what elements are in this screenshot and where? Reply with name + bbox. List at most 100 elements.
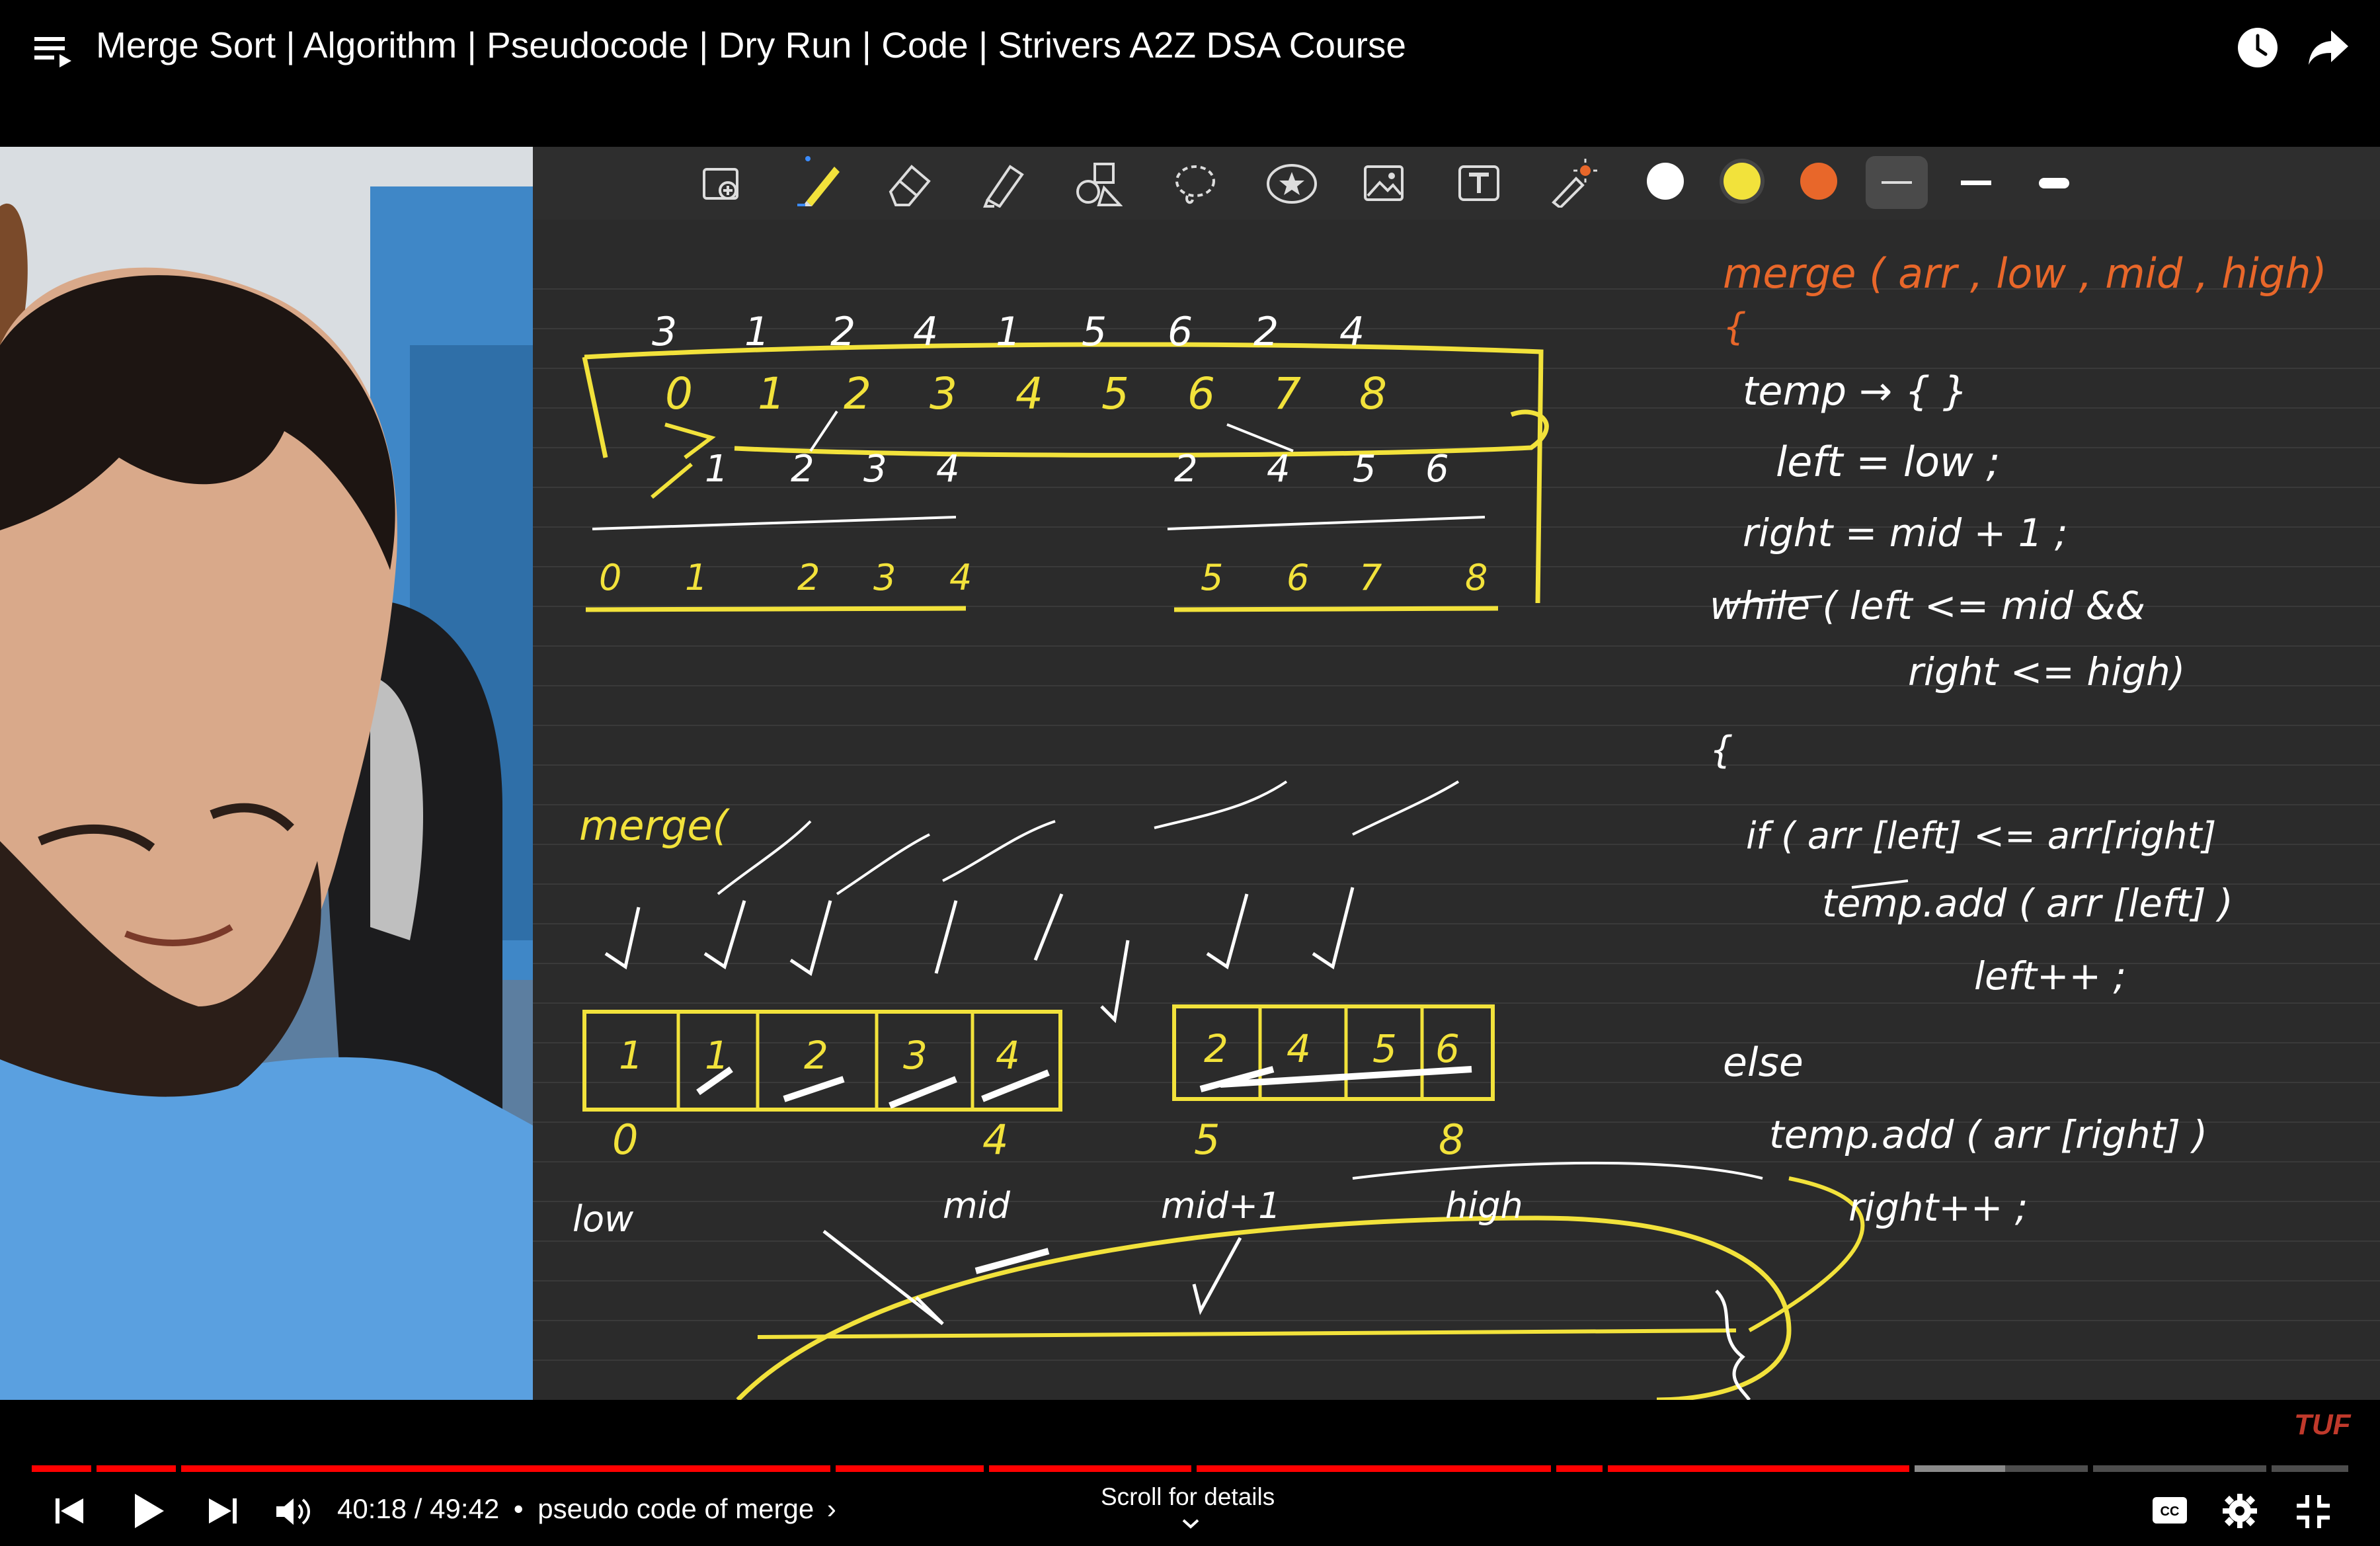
exit-fullscreen-icon[interactable] <box>2297 1495 2330 1528</box>
box-value: 4 <box>996 1033 1020 1078</box>
chapter-gap <box>2266 1465 2272 1472</box>
whiteboard[interactable]: 3 1 2 4 1 5 6 2 4 0 1 2 3 4 5 6 7 8 1 2 … <box>533 147 2380 1400</box>
play-icon[interactable] <box>132 1492 165 1529</box>
box-index: 8 <box>1439 1116 1465 1164</box>
image-icon[interactable] <box>1363 163 1405 205</box>
right-half-value: 6 <box>1425 448 1449 491</box>
chapter-title[interactable]: pseudo code of merge <box>537 1493 814 1524</box>
left-half-value: 3 <box>863 448 887 491</box>
laser-pointer-icon[interactable] <box>1550 159 1597 208</box>
array-values: 3 1 2 4 1 5 6 2 4 <box>652 309 1379 355</box>
watch-later-icon[interactable] <box>2237 26 2279 69</box>
chapter-gap <box>1191 1465 1197 1472</box>
array-value: 1 <box>744 309 770 355</box>
next-icon[interactable] <box>208 1496 238 1526</box>
code-line-else: else <box>1723 1039 1804 1086</box>
lasso-icon[interactable] <box>1173 161 1218 208</box>
code-line-right-inc: right++ ; <box>1848 1185 2028 1230</box>
volume-icon[interactable] <box>275 1496 312 1527</box>
svg-text:CC: CC <box>2161 1504 2180 1519</box>
scroll-hint[interactable]: Scroll for details <box>1101 1483 1275 1510</box>
eraser-icon[interactable] <box>887 161 933 208</box>
code-line-while: while ( left <= mid && <box>1710 583 2145 628</box>
code-line-temp: temp → { } <box>1743 368 1968 415</box>
color-white-swatch[interactable] <box>1647 163 1684 200</box>
code-line-temp-add-left: temp.add ( arr [left] ) <box>1822 881 2233 926</box>
array-value: 2 <box>1253 309 1279 355</box>
progress-bar[interactable] <box>32 1465 2348 1472</box>
previous-icon[interactable] <box>54 1496 85 1526</box>
playlist-icon[interactable] <box>34 34 71 69</box>
index-label: 4 <box>1015 368 1043 419</box>
box-value: 2 <box>804 1033 828 1078</box>
stroke-thin-button[interactable] <box>1866 156 1928 209</box>
left-half-value: 4 <box>936 448 960 491</box>
index-label: 5 <box>1101 368 1129 419</box>
settings-icon[interactable] <box>2223 1494 2257 1528</box>
stroke-thick-button[interactable] <box>2023 156 2085 209</box>
captions-icon[interactable]: CC <box>2153 1497 2187 1524</box>
code-line-right: right = mid + 1 ; <box>1743 510 2068 555</box>
index-label: 7 <box>1273 368 1301 419</box>
chapter-gap <box>91 1465 97 1472</box>
video-title: Merge Sort | Algorithm | Pseudocode | Dr… <box>96 24 1406 65</box>
left-half-sorted: 1 2 3 4 <box>705 448 1035 494</box>
stroke-medium-line <box>1961 181 1991 185</box>
time-display: 40:18 / 49:42 • pseudo code of merge › <box>337 1493 836 1525</box>
chapter-chevron-icon[interactable]: › <box>826 1493 836 1524</box>
channel-watermark: TUF <box>2294 1408 2351 1441</box>
sub-index: 3 <box>873 557 896 598</box>
progress-played <box>32 1465 1911 1472</box>
index-label: 8 <box>1359 368 1387 419</box>
array-value: 3 <box>652 309 678 355</box>
top-bar: Merge Sort | Algorithm | Pseudocode | Dr… <box>0 0 2380 147</box>
right-half-value: 5 <box>1353 448 1376 491</box>
chapter-gap <box>1603 1465 1608 1472</box>
image-add-icon[interactable] <box>701 164 744 206</box>
color-yellow-dot <box>1724 163 1761 200</box>
right-half-sorted: 2 4 5 6 <box>1174 448 1505 494</box>
index-label: 0 <box>665 368 693 419</box>
array-value: 4 <box>1339 309 1365 355</box>
box-indices: 0 4 5 8 <box>612 1116 1571 1168</box>
video-frame[interactable]: 3 1 2 4 1 5 6 2 4 0 1 2 3 4 5 6 7 8 1 2 … <box>0 147 2380 1400</box>
color-orange-swatch[interactable] <box>1800 163 1837 200</box>
pointer-label-mid-plus-one: mid+1 <box>1161 1185 1281 1227</box>
right-half-value: 2 <box>1174 448 1198 491</box>
index-label: 6 <box>1187 368 1215 419</box>
pointer-labels: low mid mid+1 high <box>573 1185 1630 1240</box>
color-yellow-swatch[interactable] <box>1720 159 1765 204</box>
box-value: 5 <box>1372 1026 1397 1071</box>
right-half-value: 4 <box>1267 448 1290 491</box>
stroke-medium-button[interactable] <box>1945 156 2007 209</box>
box-value: 3 <box>903 1033 928 1078</box>
code-line-open-brace-2: { <box>1710 729 1733 772</box>
box-value: 6 <box>1435 1026 1460 1071</box>
shapes-icon[interactable] <box>1075 161 1123 208</box>
sticker-icon[interactable] <box>1265 163 1318 205</box>
pointer-label-high: high <box>1445 1185 1523 1227</box>
box-value: 2 <box>1204 1026 1228 1071</box>
time-value: 40:18 / 49:42 <box>337 1493 500 1524</box>
sub-index: 1 <box>685 557 708 598</box>
pen-icon[interactable] <box>797 155 844 208</box>
right-box-values: 2 4 5 6 <box>1204 1026 1521 1079</box>
box-index: 5 <box>1194 1116 1220 1164</box>
chevron-down-icon[interactable] <box>1181 1518 1201 1531</box>
left-box-values: 1 1 2 3 4 <box>619 1033 1082 1086</box>
sub-index: 7 <box>1359 557 1382 598</box>
highlighter-icon[interactable] <box>981 160 1027 208</box>
merge-call-label: merge( <box>579 801 729 850</box>
code-line-temp-add-right: temp.add ( arr [right] ) <box>1769 1112 2208 1157</box>
chapter-gap <box>830 1465 836 1472</box>
array-value: 2 <box>830 309 856 355</box>
share-icon[interactable] <box>2307 29 2350 66</box>
pointer-label-low: low <box>573 1198 634 1240</box>
stroke-thin-line <box>1882 181 1912 184</box>
left-half-value: 1 <box>705 448 729 491</box>
array-value: 1 <box>996 309 1021 355</box>
webcam-feed <box>0 147 533 1400</box>
array-indices: 0 1 2 3 4 5 6 7 8 <box>665 368 1392 421</box>
sub-index: 8 <box>1465 557 1488 598</box>
text-icon[interactable] <box>1456 163 1502 205</box>
